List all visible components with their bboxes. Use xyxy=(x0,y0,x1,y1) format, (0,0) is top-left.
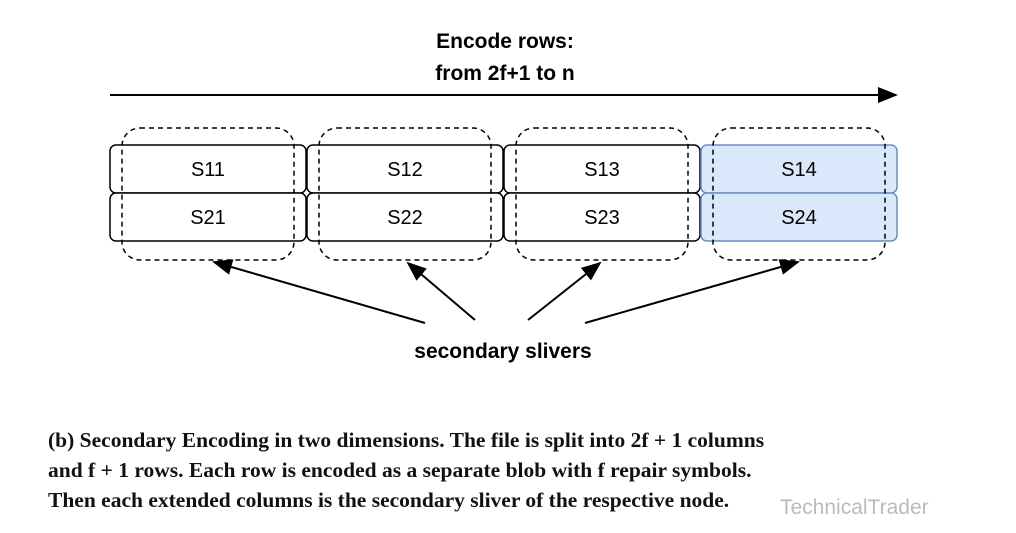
secondary-sliver-4 xyxy=(712,127,886,261)
cell-s23 xyxy=(503,192,701,242)
secondary-sliver-2 xyxy=(318,127,492,261)
cell-s22 xyxy=(306,192,504,242)
secondary-sliver-3 xyxy=(515,127,689,261)
cell-label: S13 xyxy=(584,159,620,181)
cell-label: S11 xyxy=(191,159,225,181)
cell-label: S21 xyxy=(190,207,226,229)
caption-line-1: (b) Secondary Encoding in two dimensions… xyxy=(48,428,765,452)
watermark: TechnicalTrader xyxy=(780,496,929,519)
secondary-sliver-1 xyxy=(121,127,295,261)
title-line-2: from 2f+1 to n xyxy=(435,62,574,85)
cell-s21 xyxy=(109,192,307,242)
figure-caption: (b) Secondary Encoding in two dimensions… xyxy=(48,425,1008,515)
pointer-arrow-4 xyxy=(584,259,800,324)
title-line-1: Encode rows: xyxy=(436,30,574,53)
cell-label: S22 xyxy=(387,207,423,229)
secondary-slivers-label: secondary slivers xyxy=(414,340,591,363)
cell-label: S14 xyxy=(781,159,817,181)
pointer-arrow-1 xyxy=(212,259,426,324)
cell-s24 xyxy=(700,192,898,242)
cell-label: S12 xyxy=(387,159,423,181)
caption-line-3: Then each extended columns is the second… xyxy=(48,488,730,512)
cell-label: S23 xyxy=(584,207,620,229)
pointer-arrow-2 xyxy=(406,261,476,321)
pointer-arrow-3 xyxy=(527,261,602,321)
caption-line-2: and f + 1 rows. Each row is encoded as a… xyxy=(48,458,752,482)
cell-label: S24 xyxy=(781,207,817,229)
